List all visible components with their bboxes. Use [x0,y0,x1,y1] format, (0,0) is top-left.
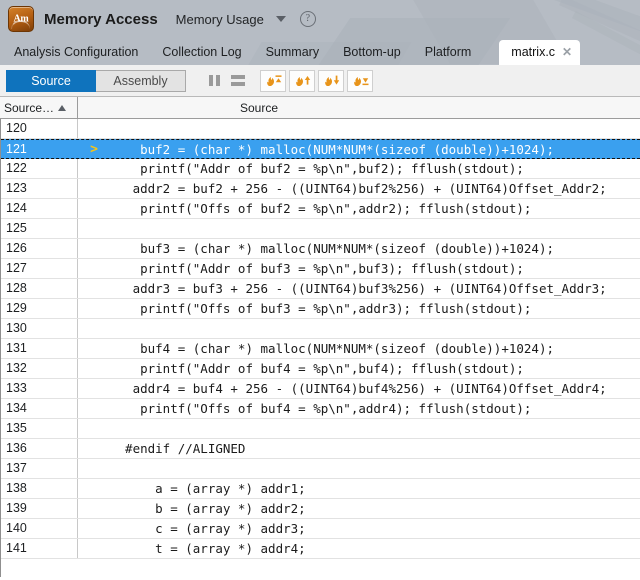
source-code-text: buf3 = (char *) malloc(NUM*NUM*(sizeof (… [110,241,555,256]
source-code-text: t = (array *) addr4; [110,541,306,556]
line-number: 139 [1,499,78,518]
line-number: 122 [1,159,78,178]
code-row[interactable]: 121 > buf2 = (char *) malloc(NUM*NUM*(siz… [1,139,640,159]
code-row[interactable]: 120 [1,119,640,139]
code-row[interactable]: 135 [1,419,640,439]
source-code-text: addr4 = buf4 + 256 - ((UINT64)buf4%256) … [110,381,607,396]
code-row[interactable]: 134 printf("Offs of buf4 = %p\n",addr4);… [1,399,640,419]
tab-analysis-configuration[interactable]: Analysis Configuration [14,45,139,59]
viewpoint-label[interactable]: Memory Usage [175,11,264,27]
tab-matrix-c-label: matrix.c [511,45,556,59]
code-row[interactable]: 123 addr2 = buf2 + 256 - ((UINT64)buf2%2… [1,179,640,199]
line-number: 125 [1,219,78,238]
line-number: 137 [1,459,78,478]
code-row[interactable]: 127 printf("Addr of buf3 = %p\n",buf3); … [1,259,640,279]
tab-platform[interactable]: Platform [424,45,472,59]
code-row[interactable]: 137 [1,459,640,479]
tab-summary[interactable]: Summary [265,45,320,59]
source-code-text: printf("Addr of buf3 = %p\n",buf3); fflu… [110,261,524,276]
current-line-marker-icon: > [90,141,98,157]
line-number: 135 [1,419,78,438]
flame-prev-icon[interactable] [289,69,315,92]
column-header-source[interactable]: Source [78,97,640,118]
source-code-text: buf2 = (char *) malloc(NUM*NUM*(sizeof (… [110,141,555,157]
code-row[interactable]: 136 #endif //ALIGNED [1,439,640,459]
code-row[interactable]: 124 printf("Offs of buf2 = %p\n",addr2);… [1,199,640,219]
code-row[interactable]: 130 [1,319,640,339]
code-row[interactable]: 138 a = (array *) addr1; [1,479,640,499]
column-header-source-label: Source [239,100,279,115]
code-row[interactable]: 128 addr3 = buf3 + 256 - ((UINT64)buf3%2… [1,279,640,299]
title-row: Am Memory Access Memory Usage ? [0,0,640,38]
source-button[interactable]: Source [6,69,96,92]
code-row[interactable]: 132 printf("Addr of buf4 = %p\n",buf4); … [1,359,640,379]
source-code-grid[interactable]: 120 121 > buf2 = (char *) malloc(NUM*NUM*(… [0,119,640,577]
app-logo-text: Am [13,13,29,25]
code-row[interactable]: 129 printf("Offs of buf3 = %p\n",addr3);… [1,299,640,319]
line-number: 129 [1,299,78,318]
source-code-text: printf("Offs of buf4 = %p\n",addr4); ffl… [110,401,532,416]
source-code-text: printf("Offs of buf3 = %p\n",addr3); ffl… [110,301,532,316]
line-number: 132 [1,359,78,378]
line-number: 127 [1,259,78,278]
line-number: 124 [1,199,78,218]
help-circle-icon[interactable]: ? [299,11,316,27]
app-header: Am Memory Access Memory Usage ? Analysis… [0,0,640,65]
line-number: 136 [1,439,78,458]
flame-last-icon[interactable] [347,69,373,92]
logo-swoosh [11,20,30,29]
line-number: 128 [1,279,78,298]
source-code-text: #endif //ALIGNED [110,441,246,456]
tab-collection-log[interactable]: Collection Log [162,45,242,59]
line-number: 134 [1,399,78,418]
line-number: 133 [1,379,78,398]
source-code-text: a = (array *) addr1; [110,481,306,496]
flame-first-icon[interactable] [260,69,286,92]
page-title: Memory Access [44,10,158,28]
source-code-text: addr2 = buf2 + 256 - ((UINT64)buf2%256) … [110,181,607,196]
code-row[interactable]: 141 t = (array *) addr4; [1,539,640,559]
chevron-down-icon[interactable] [275,16,286,22]
code-row[interactable]: 131 buf4 = (char *) malloc(NUM*NUM*(size… [1,339,640,359]
nav-tab-bar: Analysis Configuration Collection Log Su… [0,38,640,65]
assembly-button[interactable]: Assembly [96,69,186,92]
code-row[interactable]: 133 addr4 = buf4 + 256 - ((UINT64)buf4%2… [1,379,640,399]
source-code-text: c = (array *) addr3; [110,521,306,536]
source-code-text: buf4 = (char *) malloc(NUM*NUM*(sizeof (… [110,341,555,356]
line-number: 126 [1,239,78,258]
line-number: 138 [1,479,78,498]
line-number: 120 [1,119,78,138]
source-code-text: printf("Addr of buf2 = %p\n",buf2); fflu… [110,161,524,176]
tab-bottom-up[interactable]: Bottom-up [343,45,401,59]
line-number: 131 [1,339,78,358]
app-logo-icon: Am [8,6,34,32]
line-number: 141 [1,539,78,558]
sort-ascending-icon[interactable] [58,104,67,111]
tab-matrix-c[interactable]: matrix.c ✕ [499,40,581,65]
code-row[interactable]: 122 printf("Addr of buf2 = %p\n",buf2); … [1,159,640,179]
column-header-source-line[interactable]: Source… [0,97,78,118]
close-icon[interactable]: ✕ [562,45,573,59]
hotspot-nav-group [260,69,373,92]
line-number: 130 [1,319,78,338]
line-number: 121 [1,140,78,158]
source-code-text: addr3 = buf3 + 256 - ((UINT64)buf3%256) … [110,281,607,296]
code-row[interactable]: 140 c = (array *) addr3; [1,519,640,539]
code-row[interactable]: 126 buf3 = (char *) malloc(NUM*NUM*(size… [1,239,640,259]
code-row[interactable]: 125 [1,219,640,239]
grid-column-header: Source… Source [0,97,640,119]
source-code-text: printf("Addr of buf4 = %p\n",buf4); fflu… [110,361,524,376]
source-code-text: printf("Offs of buf2 = %p\n",addr2); ffl… [110,201,532,216]
code-row[interactable]: 139 b = (array *) addr2; [1,499,640,519]
source-code-text: b = (array *) addr2; [110,501,306,516]
split-vertical-icon[interactable] [206,74,222,88]
source-assembly-toggle: Source Assembly [6,69,186,92]
line-number: 123 [1,179,78,198]
flame-next-icon[interactable] [318,69,344,92]
source-toolbar: Source Assembly [0,65,640,97]
column-header-source-line-label: Source… [4,100,55,115]
line-number: 140 [1,519,78,538]
split-horizontal-icon[interactable] [230,74,246,88]
